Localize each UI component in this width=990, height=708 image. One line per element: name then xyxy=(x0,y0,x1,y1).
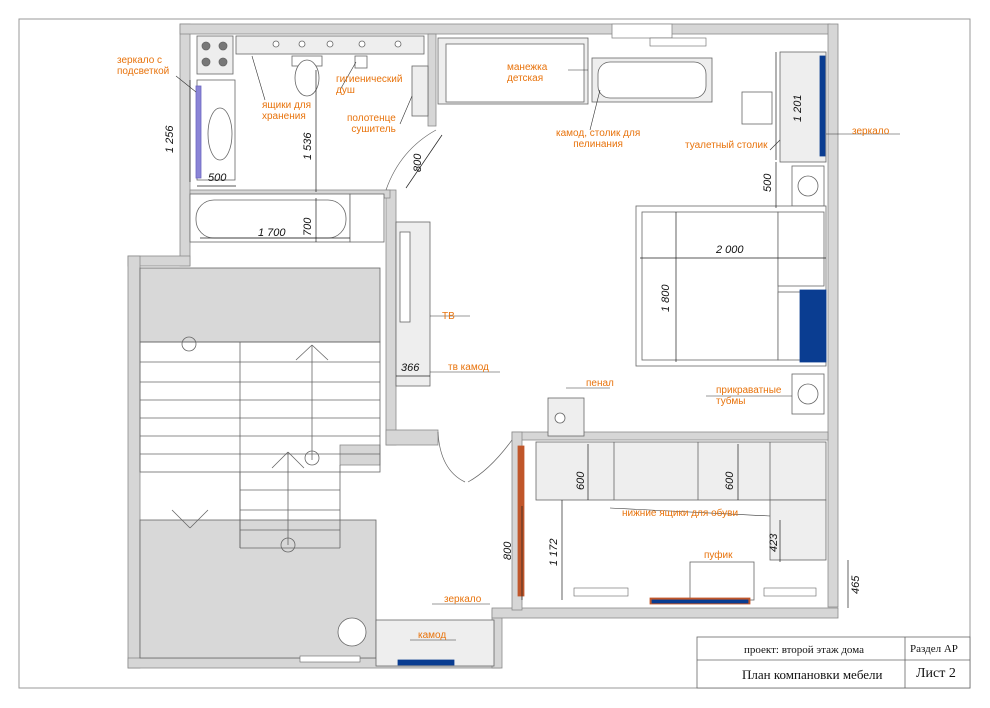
dim-465: 465 xyxy=(850,575,862,594)
label-mirror-bottom: зеркало xyxy=(444,594,482,605)
label-storage-boxes: ящики для хранения xyxy=(262,100,312,122)
label-hygienic-shower: гигиенический душ xyxy=(336,74,403,96)
dimension-lines xyxy=(189,52,849,608)
radiators xyxy=(299,37,817,663)
staircase xyxy=(139,267,381,659)
dim-500a: 500 xyxy=(208,172,227,184)
label-mirror-right: зеркало xyxy=(852,126,890,137)
bathroom xyxy=(189,35,429,243)
label-pencil-case: пенал xyxy=(586,378,614,389)
title-block-frame xyxy=(696,636,971,689)
dim-1201: 1 201 xyxy=(792,94,804,122)
label-playpen: манежка детская xyxy=(507,62,548,84)
label-towel-dryer: полотенце сушитель xyxy=(347,113,396,135)
dim-800a: 800 xyxy=(412,153,424,172)
label-shoe-drawers: нижние ящики для обуви xyxy=(622,508,739,519)
label-bedside-tables: прикраватные тубмы xyxy=(716,385,782,407)
label-mirror-backlit: зеркало с подсветкой xyxy=(117,55,170,77)
label-vanity-table: туалетный столик xyxy=(685,140,768,151)
dim-700: 700 xyxy=(302,217,314,236)
label-dresser-bottom: камод xyxy=(418,630,447,641)
title-drawing: План компановки мебели xyxy=(742,667,883,682)
dim-800b: 800 xyxy=(502,541,514,560)
dim-1700: 1 700 xyxy=(258,227,286,239)
dim-423: 423 xyxy=(768,533,780,552)
dim-500b: 500 xyxy=(762,173,774,192)
dim-1172: 1 172 xyxy=(548,538,560,566)
label-tv-dresser: тв камод xyxy=(448,362,489,373)
doors xyxy=(385,129,513,483)
title-project: проект: второй этаж дома xyxy=(744,644,864,656)
leader-lines xyxy=(175,55,900,641)
dim-600a: 600 xyxy=(575,471,587,490)
label-changing-dresser: камод, столик для пелинания xyxy=(556,128,641,150)
walls xyxy=(127,23,839,669)
corridor-furniture xyxy=(337,441,827,667)
title-section: Раздел АР xyxy=(910,643,958,655)
bedroom-furniture xyxy=(395,37,827,437)
dim-366: 366 xyxy=(401,362,420,374)
label-tv: ТВ xyxy=(442,311,455,322)
dim-600b: 600 xyxy=(724,471,736,490)
dim-1800: 1 800 xyxy=(660,284,672,312)
dim-2000: 2 000 xyxy=(716,244,744,256)
dim-1256: 1 256 xyxy=(164,125,176,153)
title-sheet: Лист 2 xyxy=(916,666,956,681)
dim-1536: 1 536 xyxy=(302,132,314,160)
label-pouf: пуфик xyxy=(704,550,733,561)
